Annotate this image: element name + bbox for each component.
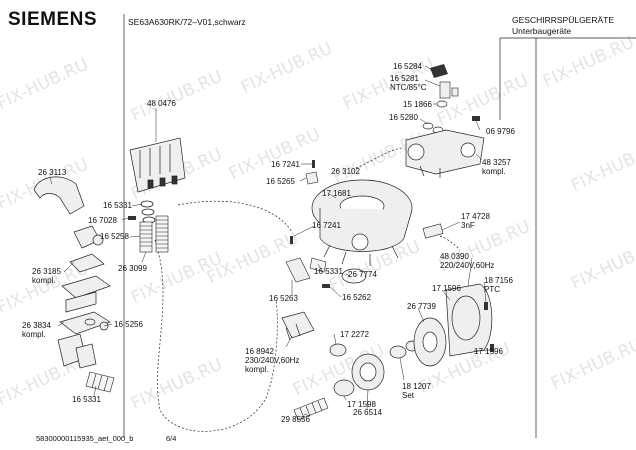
bracket-16-5263 [285,257,311,283]
part-label-16-5258: 16 5258 [100,232,129,241]
screw-16-7241 [312,160,315,168]
hose-16-5331 [309,257,327,273]
comb-block-part [129,137,186,193]
outlet-hose-left [85,371,115,393]
capacitor-17-4728 [422,223,444,239]
cap-part [33,176,85,215]
part-label-17-1598: 17 1598 [347,400,376,409]
part-label-48-3257: 48 3257 kompl. [482,158,511,176]
part-label-16-5256: 16 5256 [114,320,143,329]
circulation-pump [413,283,493,367]
part-label-16-5265: 16 5265 [266,177,295,186]
part-label-17-2272: 17 2272 [340,330,369,339]
part-label-17-4728: 17 4728 3nF [461,212,490,230]
part-label-16-5263: 16 5263 [269,294,298,303]
part-label-16-5331-b: 16 5331 [72,395,101,404]
model-number: SE63A630RK/72–V01,schwarz [128,17,246,27]
part-label-18-1207: 18 1207 Set [402,382,431,400]
part-label-16-5280: 16 5280 [389,113,418,122]
part-label-16-5331: 16 5331 [103,201,132,210]
part-label-26-3185: 26 3185 kompl. [32,267,61,285]
heater-relay-part [281,311,315,341]
leader-lines [49,65,491,417]
part-label-26-7774: 26 7774 [348,270,377,279]
ring-15-1866 [436,100,448,108]
part-label-16-5262: 16 5262 [342,293,371,302]
pump-parts [329,340,419,397]
part-label-16-7241: 16 7241 [271,160,300,169]
corrugated-hose-a [139,221,153,253]
part-label-26-3102: 26 3102 [331,167,360,176]
part-label-26-6514: 26 6514 [353,408,382,417]
clip-16-5265 [305,171,319,185]
part-label-16-7241-b: 16 7241 [312,221,341,230]
seal-rings [140,200,156,224]
brand-logo: SIEMENS [8,9,98,30]
screw-16-7241-b [290,236,293,244]
part-label-16-5281: 16 5281 NTC/85°C [390,74,427,92]
filter-ring [341,268,367,284]
part-label-15-1866: 15 1866 [403,100,432,109]
sump-pot [311,179,413,266]
part-label-16-5331-c: 16 5331 [314,267,343,276]
part-label-16-8942: 16 8942 230/240V,60Hz kompl. [245,347,300,374]
part-label-48-0390: 48 0390 220/240V,60Hz [440,252,495,270]
part-label-17-1596: 17 1596 [432,284,461,293]
dashed-hose-top [177,200,293,233]
clip-06-9796 [472,116,480,121]
page-number: 6/4 [166,434,177,443]
part-label-26-3099: 26 3099 [118,264,147,273]
part-label-06-9796: 06 9796 [486,127,515,136]
part-label-29-8556: 29 8556 [281,415,310,424]
part-label-26-3113: 26 3113 [38,168,67,177]
part-label-18-7156: 18 7156 PTC [484,276,513,294]
part-label-16-7028: 16 7028 [88,216,117,225]
part-label-26-3834: 26 3834 kompl. [22,321,51,339]
dashed-hose-left [154,239,278,432]
outlet-hose-29-8556 [293,397,329,421]
category-subtitle: Unterbaugeräte [512,26,572,36]
part-label-48-0476: 48 0476 [147,99,176,108]
sensor-16-5281 [439,81,459,99]
valve-assembly [57,225,111,369]
clips-17-1596 [484,302,494,352]
sensor-16-5284 [430,64,448,78]
dashed-lead [355,147,403,169]
document-id: 58300000115935_aet_000_b [36,434,134,443]
part-label-26-7739: 26 7739 [407,302,436,311]
part-label-17-1681: 17 1681 [322,189,351,198]
clip-16-5262 [322,284,330,288]
clip-16-7028 [128,216,136,220]
part-label-16-5284: 16 5284 [393,62,422,71]
category-title: GESCHIRRSPÜLGERÄTE [512,15,615,25]
dashed-lead-2 [439,235,461,251]
corrugated-hose-b [155,215,169,253]
part-label-17-1596-b: 17 1596 [474,347,503,356]
valve-housing-48-3257 [405,129,485,178]
